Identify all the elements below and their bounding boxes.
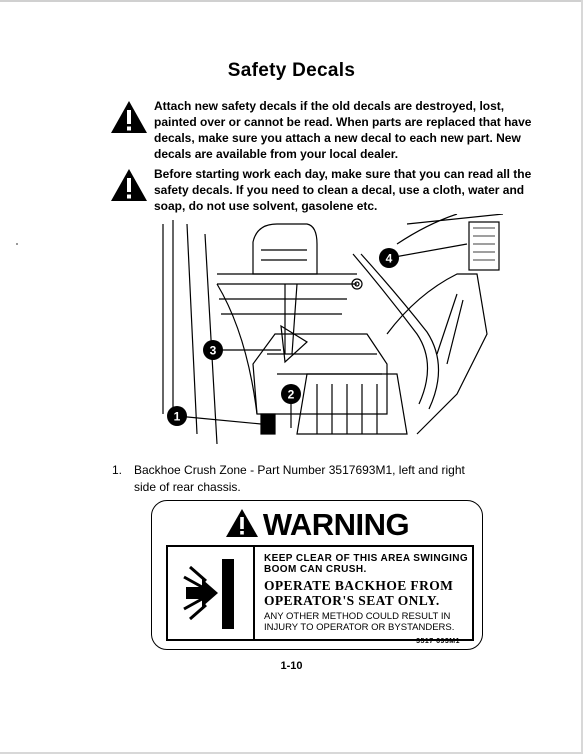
callout-3: 3 bbox=[210, 344, 217, 358]
page-title: Safety Decals bbox=[227, 60, 356, 81]
callout-1: 1 bbox=[174, 410, 181, 424]
backhoe-decal-location-illustration: 4 3 2 1 bbox=[162, 214, 503, 445]
decal-panel: KEEP CLEAR OF THIS AREA SWINGING BOOM CA… bbox=[166, 545, 474, 641]
warning-block-1: Attach new safety decals if the old deca… bbox=[111, 98, 542, 162]
page-number: 1-10 bbox=[280, 660, 303, 672]
decal-text: KEEP CLEAR OF THIS AREA SWINGING BOOM CA… bbox=[264, 553, 469, 633]
warning-triangle-icon bbox=[111, 169, 147, 201]
decal-header-text: WARNING bbox=[262, 507, 410, 542]
decal-line-3: ANY OTHER METHOD COULD RESULT IN INJURY … bbox=[264, 611, 455, 633]
decal-part-number: 3517 693M1 bbox=[416, 638, 460, 645]
page-border-right bbox=[581, 0, 583, 754]
caption-number: 1. bbox=[112, 463, 123, 477]
callout-4: 4 bbox=[386, 252, 393, 266]
caption-line-2: side of rear chassis. bbox=[134, 480, 241, 494]
warning-text: Before starting work each day, make sure… bbox=[154, 167, 532, 213]
figure-caption: 1. Backhoe Crush Zone - Part Number 35176… bbox=[112, 462, 552, 496]
scan-speck bbox=[16, 243, 18, 245]
warning-triangle-icon bbox=[225, 509, 258, 537]
page-border-top bbox=[0, 0, 583, 2]
decal-line-2: OPERATE BACKHOE FROM OPERATOR'S SEAT ONL… bbox=[264, 578, 454, 608]
warning-triangle-icon bbox=[111, 101, 147, 133]
crush-hazard-pictogram-icon bbox=[183, 547, 255, 639]
decal-header: WARNING bbox=[152, 507, 482, 543]
decal-line-1: KEEP CLEAR OF THIS AREA SWINGING BOOM CA… bbox=[264, 553, 469, 575]
callout-2: 2 bbox=[288, 388, 295, 402]
warning-block-2: Before starting work each day, make sure… bbox=[111, 166, 542, 214]
caption-line-1: Backhoe Crush Zone - Part Number 3517693… bbox=[134, 463, 465, 477]
page-border-bottom bbox=[0, 752, 583, 754]
warning-decal: WARNING KEEP CLEAR OF THIS AREA SWINGING… bbox=[151, 500, 483, 650]
warning-text: Attach new safety decals if the old deca… bbox=[154, 99, 532, 161]
